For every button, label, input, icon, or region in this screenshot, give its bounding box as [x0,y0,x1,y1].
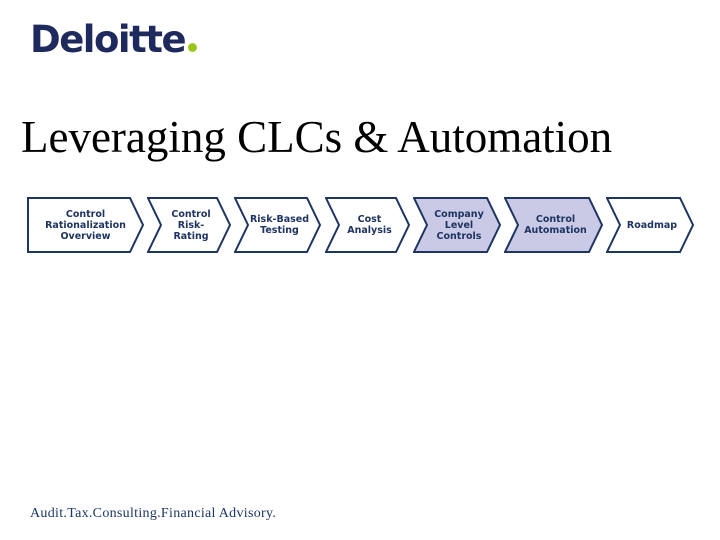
chevron-shape [234,197,321,253]
flow-step-control-rationalization-overview: Control Rationalization Overview [27,197,144,253]
flow-step-cost-analysis: Cost Analysis [325,197,410,253]
chevron-shape [147,197,231,253]
flow-step-label: Control Risk- Rating [171,208,211,242]
flow-step-label: Cost Analysis [347,214,392,236]
chevron-shape [413,197,501,253]
chevron-shape [27,197,144,253]
chevron-shape [325,197,410,253]
process-flow: Control Rationalization Overview Control… [0,197,720,253]
green-dot-icon [188,43,198,52]
flow-step-label: Risk-Based Testing [249,214,310,236]
flow-step-label: Control Rationalization Overview [45,208,126,242]
logo-wordmark: Deloitte [30,18,187,61]
flow-step-label: Company Level Controls [434,208,484,242]
flow-step-control-automation: Control Automation [504,197,603,253]
flow-step-label: Roadmap [626,219,678,231]
slide-title: Leveraging CLCs & Automation [21,112,613,162]
flow-step-roadmap: Roadmap [606,197,694,253]
flow-step-control-risk-rating: Control Risk- Rating [147,197,231,253]
chevron-shape [606,197,694,253]
chevron-shape [504,197,603,253]
flow-step-company-level-controls: Company Level Controls [413,197,501,253]
flow-step-risk-based-testing: Risk-Based Testing [234,197,321,253]
flow-step-label: Control Automation [524,214,587,236]
deloitte-logo: Deloitte [30,18,198,61]
footer-tagline: Audit.Tax.Consulting.Financial Advisory. [30,506,277,521]
